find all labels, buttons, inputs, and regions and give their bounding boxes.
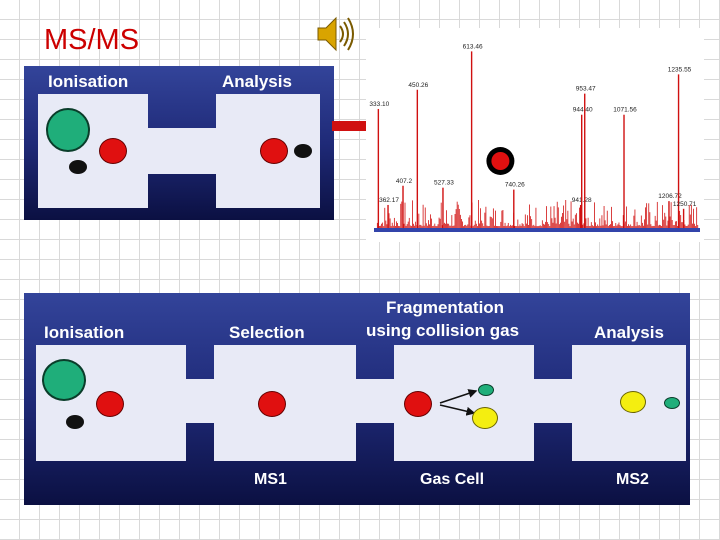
- analysis-yellow-ion: [620, 391, 646, 413]
- fragment-yellow-ion: [472, 407, 498, 429]
- precursor-marker-ion: [491, 152, 510, 170]
- bottom-ionisation-label: Ionisation: [44, 323, 125, 342]
- top-analysed-ion: [260, 138, 288, 164]
- spectrum-peak-label: 527.33: [434, 180, 454, 187]
- spectrum-peak-label: 944.40: [573, 107, 593, 114]
- spectrum-peak-label: 362.17: [379, 197, 399, 204]
- spectrum-x-axis: [374, 228, 700, 232]
- top-analysed-small-ion: [294, 144, 312, 158]
- top-ms-diagram: Ionisation Analysis: [24, 66, 334, 220]
- spectrum-peak-label: 407.2: [396, 178, 413, 185]
- top-large-ion: [46, 108, 90, 152]
- connector-bar: [332, 121, 368, 131]
- top-ionisation-label: Ionisation: [48, 72, 129, 91]
- spectrum-peak-label: 1235.55: [668, 66, 692, 73]
- bottom-selected-ion: [96, 391, 124, 417]
- analysis-teal-ion: [664, 397, 680, 409]
- spectrum-peak-label: 1071.56: [613, 107, 637, 114]
- fragmentation-label-line1: Fragmentation: [386, 298, 505, 317]
- fragment-teal-ion: [478, 384, 494, 396]
- gas-cell-label: Gas Cell: [420, 471, 485, 488]
- speaker-icon[interactable]: [312, 12, 356, 56]
- ms1-label: MS1: [254, 471, 287, 488]
- spectrum-peak-label: 1250.71: [673, 201, 697, 208]
- bottom-tube-1: [182, 379, 218, 423]
- bottom-msms-diagram: Ionisation Selection Fragmentation using…: [24, 293, 690, 505]
- ms2-label: MS2: [616, 471, 649, 488]
- fragmentation-label-line2: using collision gas: [366, 321, 520, 340]
- spectrum-peak-label: 450.26: [408, 82, 428, 89]
- bottom-tube-2: [352, 379, 398, 423]
- slide-title: MS/MS: [44, 24, 140, 56]
- top-analysis-label: Analysis: [222, 72, 292, 91]
- spectrum-peak-label: 333.10: [369, 101, 389, 108]
- bottom-large-ion: [42, 359, 86, 401]
- bottom-tube-3: [530, 379, 576, 423]
- top-selected-ion: [99, 138, 127, 164]
- mass-spectrum: 333.10 362.17 407.2 450.26 527.33 613.46 740.2…: [366, 28, 704, 242]
- top-connecting-tube: [144, 128, 220, 174]
- spectrum-peak-label: 613.46: [463, 43, 483, 50]
- top-small-ion: [69, 160, 87, 174]
- gascell-precursor-ion: [404, 391, 432, 417]
- bottom-analysis-label: Analysis: [594, 323, 664, 342]
- spectrum-peak-label: 953.47: [576, 86, 596, 93]
- bottom-small-ion: [66, 415, 84, 429]
- spectrum-peak-label: 1206.72: [658, 193, 682, 200]
- selection-ion: [258, 391, 286, 417]
- fragmentation-arrows: [439, 389, 478, 416]
- bottom-selection-label: Selection: [229, 323, 305, 342]
- spectrum-peak-label: 740.26: [505, 182, 525, 189]
